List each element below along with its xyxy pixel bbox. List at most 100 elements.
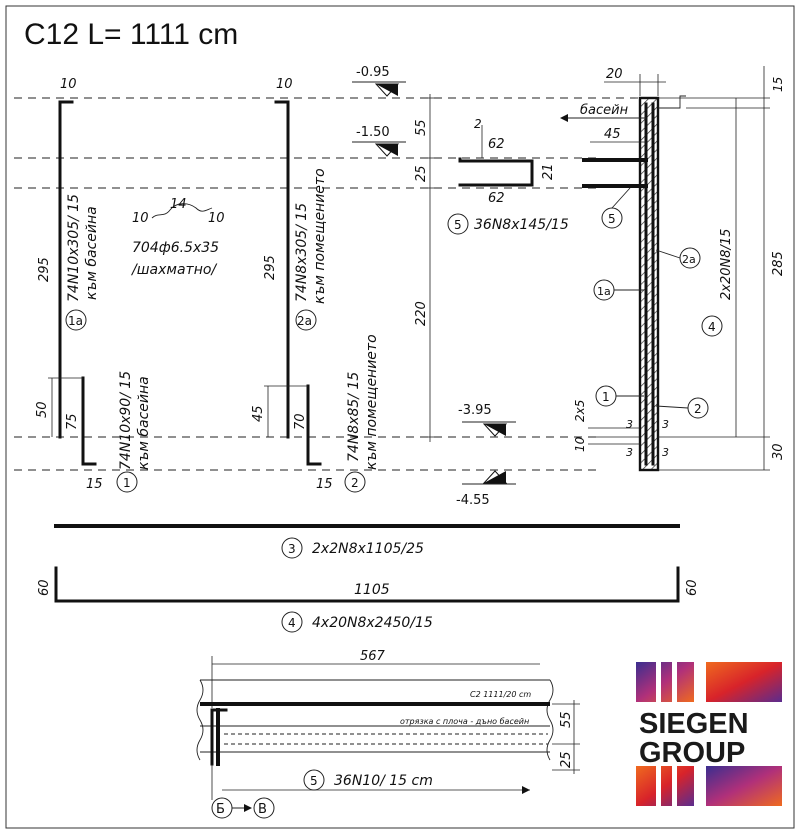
logo-line1: SIEGEN [639,708,749,740]
svg-text:3: 3 [662,418,669,431]
bar-5: 2 62 62 21 5 36N8x145/15 [447,117,569,235]
svg-text:567: 567 [360,649,386,664]
svg-text:10: 10 [132,211,149,226]
svg-text:75: 75 [65,413,80,430]
svg-text:2a: 2a [297,314,312,328]
svg-text:74N8x305/ 15: 74N8x305/ 15 [294,203,310,302]
svg-text:295: 295 [37,257,52,282]
bar-2: 45 70 15 74N8x85/ 15 към помещението 2 [251,334,380,493]
plan-mark-5 [303,769,325,791]
svg-text:към басейна: към басейна [136,376,152,470]
svg-text:60: 60 [37,579,52,596]
svg-text:14: 14 [170,197,187,212]
mark-3 [281,537,303,559]
svg-text:25: 25 [414,165,429,182]
mark-1a [65,309,87,331]
svg-text:1105: 1105 [354,582,390,598]
mark-2a [295,309,317,331]
svg-text:45: 45 [251,405,266,422]
svg-text:70: 70 [293,413,308,430]
bar-1: 50 75 15 74N10x90/ 15 към басейна 1 [35,371,152,493]
drawing-title: C12 L= 1111 cm [24,18,238,51]
svg-text:10: 10 [60,77,77,92]
svg-text:-1.50: -1.50 [356,125,390,140]
svg-text:21: 21 [541,163,556,180]
svg-text:-4.55: -4.55 [456,493,490,508]
svg-text:1: 1 [602,390,610,404]
svg-text:4: 4 [288,616,296,630]
svg-text:285: 285 [771,251,786,276]
svg-text:62: 62 [488,137,505,152]
svg-text:2x2N8x1105/25: 2x2N8x1105/25 [312,541,424,557]
svg-text:704ф6.5x35: 704ф6.5x35 [132,240,219,256]
level-markers: -0.95 -1.50 -3.95 -4.55 [352,65,516,508]
wall-section: 20 басейн 45 5 2a 1a 4 1 2 2x5 10 3 3 3 … [560,66,786,472]
svg-text:C2 1111/20 cm: C2 1111/20 cm [470,690,531,699]
bar-2a: 10 295 74N8x305/ 15 към помещението 2a [263,77,328,439]
tie-bar: 10 14 10 704ф6.5x35 /шахматно/ [130,197,225,278]
svg-text:10: 10 [208,211,225,226]
svg-text:15: 15 [771,77,785,92]
svg-text:към помещението: към помещението [312,168,328,304]
svg-text:2: 2 [474,117,482,131]
svg-text:30: 30 [771,443,786,460]
mark-4 [281,611,303,633]
svg-text:-0.95: -0.95 [356,65,390,80]
mark-2 [344,471,366,493]
svg-text:36N10/ 15 cm: 36N10/ 15 cm [334,773,433,789]
svg-text:55: 55 [559,711,574,728]
svg-text:10: 10 [573,436,587,452]
level-lines [14,97,640,471]
svg-text:15: 15 [316,477,333,492]
bar-4: 60 60 1105 4 4x20N8x2450/15 [37,566,700,633]
svg-text:-3.95: -3.95 [458,403,492,418]
svg-text:5: 5 [310,774,318,788]
svg-text:55: 55 [414,119,429,136]
svg-text:/шахматно/: /шахматно/ [130,262,217,278]
svg-text:5: 5 [454,218,462,232]
svg-text:295: 295 [263,255,278,280]
svg-text:отрязка с плоча - дъно басейн: отрязка с плоча - дъно басейн [400,717,529,726]
svg-text:15: 15 [86,477,103,492]
svg-text:2: 2 [351,476,359,490]
svg-text:36N8x145/15: 36N8x145/15 [474,217,569,233]
svg-text:10: 10 [276,77,293,92]
svg-text:2: 2 [694,402,702,416]
svg-text:2x5: 2x5 [573,400,587,422]
logo-line2: GROUP [639,737,745,769]
svg-text:62: 62 [488,191,505,206]
svg-text:5: 5 [608,212,616,226]
svg-text:4: 4 [708,320,716,334]
bar-1a: 10 295 74N10x305/ 15 към басейна 1a [37,77,100,439]
svg-text:74N8x85/ 15: 74N8x85/ 15 [346,372,362,462]
svg-text:45: 45 [604,127,621,142]
svg-text:В: В [258,802,267,817]
cut-mark-v [253,797,275,819]
svg-text:към басейна: към басейна [84,206,100,300]
svg-text:20: 20 [606,67,623,82]
svg-text:25: 25 [559,751,574,768]
plan-detail: 567 C2 1111/20 cm отрязка с плоча - дъно… [196,649,580,819]
svg-text:1: 1 [123,476,131,490]
svg-text:60: 60 [685,579,700,596]
svg-text:3: 3 [626,418,633,431]
svg-text:220: 220 [414,301,429,326]
svg-text:3: 3 [662,446,669,459]
sheet-frame [5,5,795,829]
svg-text:към помещението: към помещението [364,334,380,470]
company-logo: SIEGEN GROUP [636,662,782,806]
svg-text:3: 3 [288,542,296,556]
bar-3: 3 2x2N8x1105/25 [54,524,680,559]
svg-text:1a: 1a [68,314,83,328]
svg-text:50: 50 [35,401,50,418]
svg-text:3: 3 [626,446,633,459]
svg-text:4x20N8x2450/15: 4x20N8x2450/15 [312,615,433,631]
svg-text:басейн: басейн [580,103,629,118]
dims-middle: 55 25 220 [414,94,435,442]
svg-text:Б: Б [216,802,225,817]
svg-text:2a: 2a [682,253,696,266]
svg-text:74N10x305/ 15: 74N10x305/ 15 [66,194,82,302]
svg-text:1a: 1a [597,285,611,298]
